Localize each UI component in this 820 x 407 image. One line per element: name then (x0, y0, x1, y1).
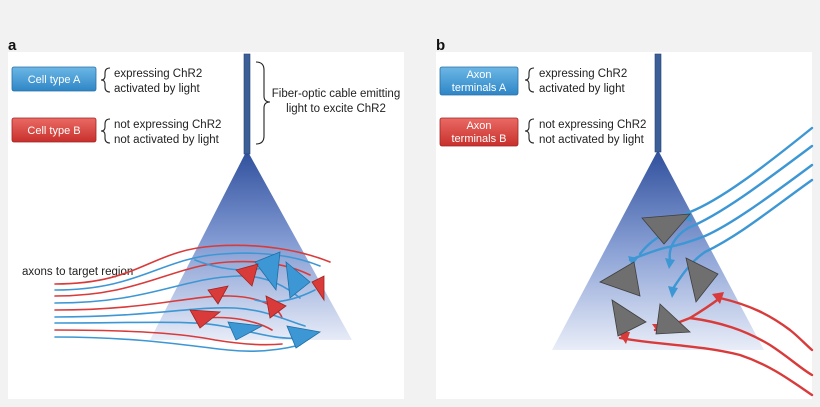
legend-swatch-cell-type-a (11, 66, 97, 92)
panel-a: a Cell type A expressing ChR2 activated … (8, 37, 404, 399)
cell-type-a (227, 321, 264, 341)
target-cells (599, 213, 719, 337)
legend-desc-b-line2: not activated by light (114, 134, 220, 146)
axon-terminals-a (628, 126, 814, 292)
fiber-optic-cable-b (654, 53, 662, 153)
terminal-bouton-b (712, 292, 724, 304)
legend-swatch-cell-type-b (11, 117, 97, 143)
legend-desc-a-line2: activated by light (114, 83, 200, 95)
cell-type-b (189, 309, 222, 329)
fiber-brace (255, 61, 271, 145)
legend-brace (524, 118, 535, 144)
legend-label-terminals-b-line2: terminals B (451, 133, 506, 145)
legend-label-terminals-b-line1: Axon (466, 120, 491, 132)
legend-desc-terminals-a-line1: expressing ChR2 (539, 68, 627, 80)
terminal-bouton-a (628, 256, 638, 266)
cells-panel-a (189, 251, 325, 349)
cell-type-a (286, 325, 322, 349)
legend-desc-a-line1: expressing ChR2 (114, 68, 202, 80)
fiber-note-line2: light to excite ChR2 (286, 103, 386, 115)
target-cell (685, 257, 719, 303)
fiber-note-line1: Fiber-optic cable emitting (272, 88, 400, 100)
panel-b-letter: b (436, 37, 445, 54)
legend-label-cell-type-b: Cell type B (27, 125, 80, 137)
cell-type-b (265, 295, 287, 319)
target-cell (599, 261, 641, 297)
legend-desc-b-line1: not expressing ChR2 (114, 119, 221, 131)
cell-type-b (311, 275, 325, 302)
legend-brace (100, 118, 111, 144)
panel-a-letter: a (8, 37, 17, 54)
target-cell (641, 213, 691, 245)
panel-a-background (8, 52, 404, 399)
legend-swatch-axon-terminals-b (439, 117, 519, 147)
cell-type-a (254, 251, 281, 292)
target-cell (611, 299, 647, 337)
legend-brace (100, 67, 111, 93)
fiber-optic-cable-a (243, 53, 251, 155)
legend-swatch-axon-terminals-a (439, 66, 519, 96)
axons-label: axons to target region (22, 266, 133, 278)
legend-brace (524, 67, 535, 93)
cell-type-b (235, 263, 259, 287)
terminal-bouton-a (668, 286, 678, 298)
legend-label-cell-type-a: Cell type A (28, 74, 81, 86)
panel-b: b Axon terminals A expressing ChR2 activ… (436, 37, 814, 399)
cell-type-a (285, 261, 311, 299)
terminal-bouton-a (665, 258, 675, 269)
legend-desc-terminals-b-line1: not expressing ChR2 (539, 119, 646, 131)
terminal-bouton-b (618, 332, 630, 344)
axon-terminals-b (618, 296, 814, 397)
target-cell (655, 303, 691, 335)
legend-label-terminals-a-line1: Axon (466, 69, 491, 81)
legend-desc-terminals-b-line2: not activated by light (539, 134, 645, 146)
legend-desc-terminals-a-line2: activated by light (539, 83, 625, 95)
legend-label-terminals-a-line2: terminals A (452, 82, 507, 94)
cell-type-b (207, 285, 229, 305)
